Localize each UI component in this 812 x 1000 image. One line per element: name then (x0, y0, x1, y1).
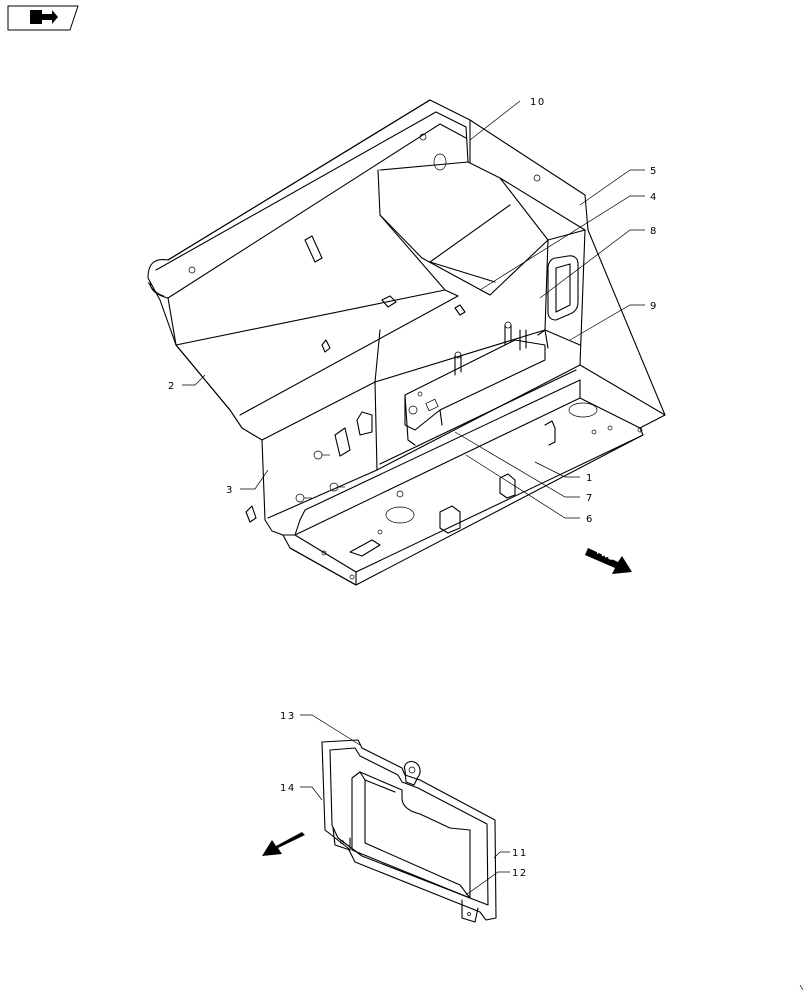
callout-label-14: 14 (280, 783, 296, 794)
callout-12: 12 (465, 868, 528, 896)
callout-label-4: 4 (650, 192, 658, 203)
upper-assembly-drawing: FWD 10 5 4 8 9 2 3 (147, 97, 666, 586)
next-page-button[interactable] (7, 5, 79, 31)
callout-3: 3 (226, 469, 269, 496)
callout-label-2: 2 (168, 381, 176, 392)
callout-10: 10 (469, 97, 546, 141)
callout-8: 8 (539, 226, 658, 299)
callout-2: 2 (168, 374, 206, 392)
callout-label-6: 6 (586, 514, 594, 525)
callout-label-1: 1 (586, 473, 594, 484)
callout-label-3: 3 (226, 485, 234, 496)
fwd-direction-arrow-lower: FWD (262, 832, 305, 856)
corner-mark (799, 984, 804, 991)
callout-1: 1 (534, 461, 594, 484)
callout-13: 13 (280, 711, 361, 746)
callout-label-8: 8 (650, 226, 658, 237)
console-housing-outline (147, 99, 666, 586)
callout-9: 9 (569, 301, 658, 341)
callout-label-5: 5 (650, 166, 658, 177)
callout-5: 5 (579, 166, 658, 206)
callout-4: 4 (479, 192, 658, 291)
callout-7: 7 (454, 431, 594, 504)
callout-label-11: 11 (512, 848, 528, 859)
callout-label-12: 12 (512, 868, 528, 879)
callout-label-7: 7 (586, 493, 594, 504)
callout-label-13: 13 (280, 711, 296, 722)
callout-6: 6 (465, 454, 594, 525)
callout-label-10: 10 (530, 97, 546, 108)
fwd-direction-arrow-upper: FWD (585, 548, 632, 574)
callout-label-9: 9 (650, 301, 658, 312)
lower-assembly-drawing: FWD 13 14 11 12 (262, 711, 528, 923)
callout-14: 14 (280, 783, 323, 801)
next-page-arrow-icon (30, 10, 58, 24)
callout-11: 11 (493, 848, 528, 859)
